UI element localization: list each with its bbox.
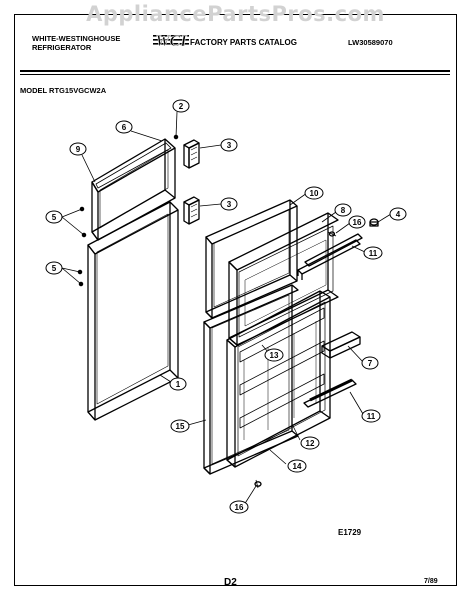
freezer-door-gasket xyxy=(205,199,298,319)
callout-label-14: 14 xyxy=(293,462,302,471)
callout-label-6: 6 xyxy=(122,123,127,132)
shelf-bar-upper xyxy=(304,233,363,267)
callout-10 xyxy=(304,186,324,200)
callout-label-12: 12 xyxy=(306,439,315,448)
callout-label-10: 10 xyxy=(310,189,319,198)
callout-label-8: 8 xyxy=(341,206,346,215)
callout-label-11b: 11 xyxy=(367,412,376,421)
freezer-gasket xyxy=(91,138,176,241)
catalog-number: LW30589070 xyxy=(348,38,393,47)
callout-16b xyxy=(229,500,249,514)
brand-block: WHITE-WESTINGHOUSE REFRIGERATOR xyxy=(32,34,120,52)
callout-label-16b: 16 xyxy=(235,503,244,512)
hinge-cover-upper xyxy=(183,139,200,169)
screw-upper xyxy=(327,231,337,237)
callout-label-13: 13 xyxy=(270,351,279,360)
brand-name: WHITE-WESTINGHOUSE xyxy=(32,34,121,43)
callout-label-4: 4 xyxy=(396,210,401,219)
diagram-id: E1729 xyxy=(338,528,362,537)
callout-16a xyxy=(348,215,366,229)
butter-compartment-door xyxy=(321,331,361,359)
callout-label-11a: 11 xyxy=(369,249,378,258)
callout-labels: 2 6 3 9 3 5 5 1 10 8 4 16 11 13 7 11 15 … xyxy=(52,102,401,512)
hinge-cover-lower xyxy=(183,196,200,225)
callout-5a xyxy=(45,210,63,224)
freezer-door-liner xyxy=(228,212,339,346)
callout-3a xyxy=(220,138,238,152)
callout-3b xyxy=(220,197,238,211)
callout-bubbles xyxy=(45,99,407,514)
callout-1 xyxy=(169,377,187,391)
callout-9 xyxy=(69,142,87,156)
callout-15 xyxy=(170,419,190,433)
callout-8 xyxy=(334,203,352,217)
callout-7 xyxy=(361,356,379,370)
callout-11a xyxy=(363,246,383,260)
shelf-bar-lower xyxy=(303,378,357,408)
callout-5b xyxy=(45,261,63,275)
callout-label-3a: 3 xyxy=(227,141,232,150)
callout-label-5a: 5 xyxy=(52,213,57,222)
callout-label-2: 2 xyxy=(179,102,184,111)
header-rule xyxy=(20,70,450,72)
wci-logo: WCI xyxy=(153,33,189,50)
freezer-shelf-rail xyxy=(297,239,361,280)
logo-text: WCI xyxy=(155,33,187,50)
callout-label-3b: 3 xyxy=(227,200,232,209)
callout-6 xyxy=(115,120,133,134)
callout-13 xyxy=(264,348,284,362)
callout-label-9: 9 xyxy=(76,145,81,154)
model-number: MODEL RTG15VGCW2A xyxy=(20,86,107,95)
leader-lines xyxy=(61,111,392,506)
header-rule-thin xyxy=(20,74,450,75)
callout-label-15: 15 xyxy=(176,422,185,431)
door-cap xyxy=(369,218,379,227)
callout-4 xyxy=(389,207,407,221)
revision-date: 7/89 xyxy=(424,578,438,585)
callout-11b xyxy=(361,409,381,423)
watermark: AppliancePartsPros.com xyxy=(86,2,385,26)
callout-label-7: 7 xyxy=(368,359,373,368)
callout-14 xyxy=(287,459,307,473)
fresh-food-door-liner xyxy=(226,290,331,468)
callout-12 xyxy=(300,436,320,450)
callout-label-1: 1 xyxy=(176,380,181,389)
gasket-screws xyxy=(77,134,179,287)
callout-label-16a: 16 xyxy=(353,218,362,227)
fresh-food-gasket xyxy=(87,201,179,421)
appliance-type: REFRIGERATOR xyxy=(32,43,92,52)
callout-label-5b: 5 xyxy=(52,264,57,273)
screw-lower xyxy=(254,479,262,489)
callout-2 xyxy=(172,99,190,113)
page-number: D2 xyxy=(224,577,237,588)
catalog-title: FACTORY PARTS CATALOG xyxy=(190,38,297,47)
page-border xyxy=(14,14,457,586)
